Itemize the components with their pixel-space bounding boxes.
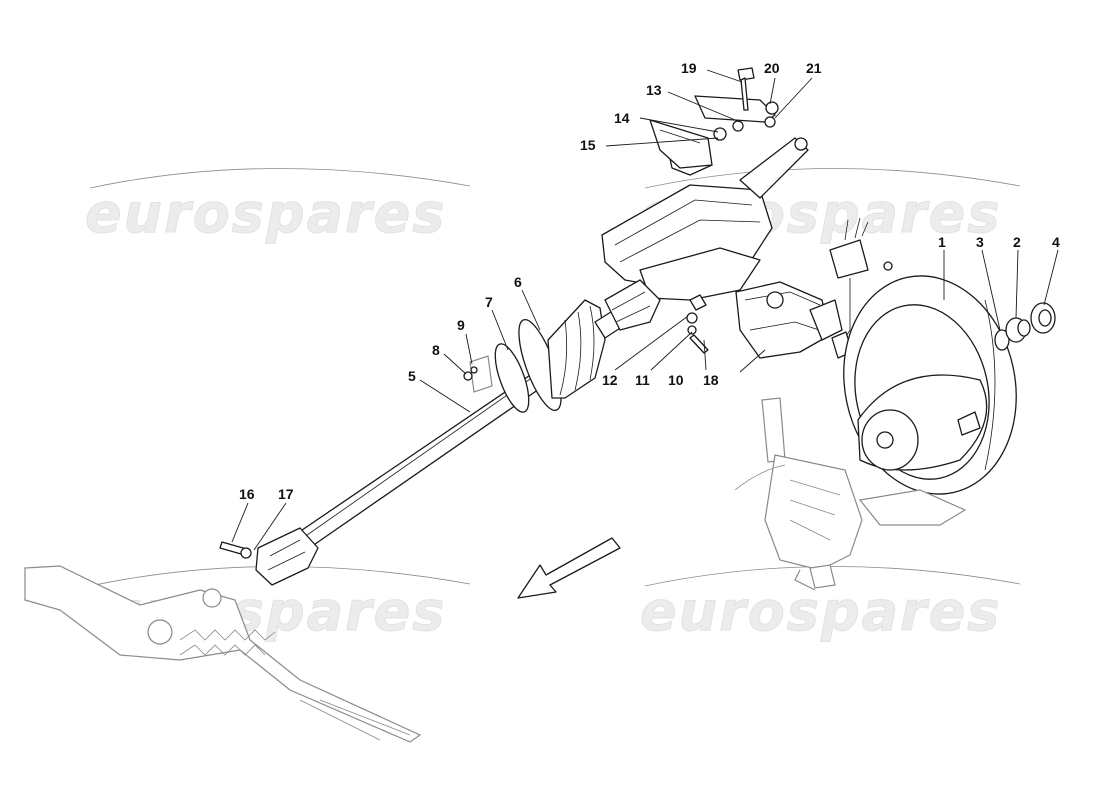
callout-3: 3 [976, 234, 984, 250]
callout-19: 19 [681, 60, 697, 76]
callout-12: 12 [602, 372, 618, 388]
callout-17: 17 [278, 486, 294, 502]
callout-16: 16 [239, 486, 255, 502]
callout-20: 20 [764, 60, 780, 76]
callout-7: 7 [485, 294, 493, 310]
callout-18: 18 [703, 372, 719, 388]
callout-11: 11 [635, 372, 650, 388]
watermark-top-left: eurospares [85, 182, 446, 245]
watermark-bottom-right: eurospares [640, 580, 1001, 643]
direction-arrow [517, 537, 621, 599]
callout-9: 9 [457, 317, 465, 333]
column-support-ghost [734, 397, 967, 591]
boot-and-seals [463, 299, 641, 413]
callout-2: 2 [1013, 234, 1021, 250]
steering-lock-unit [735, 281, 843, 359]
callout-13: 13 [646, 82, 662, 98]
callout-6: 6 [514, 274, 522, 290]
wiring-harness [829, 217, 893, 359]
steering-column-body [601, 137, 809, 331]
callout-labels: 1 2 3 4 5 6 7 8 9 10 11 12 13 14 15 16 1… [239, 60, 1060, 502]
callout-21: 21 [806, 60, 822, 76]
callout-5: 5 [408, 368, 416, 384]
callout-14: 14 [614, 110, 630, 126]
top-bracket-hardware [649, 67, 779, 169]
callout-4: 4 [1052, 234, 1060, 250]
callout-10: 10 [668, 372, 684, 388]
steering-wheel [843, 275, 1017, 495]
leader-lines [231, 69, 1059, 551]
callout-1: 1 [938, 234, 946, 250]
callout-8: 8 [432, 342, 440, 358]
steering-rack-ghost [24, 565, 422, 743]
column-hardware [686, 294, 709, 354]
wheel-fasteners [994, 302, 1056, 351]
intermediate-shaft [219, 364, 556, 586]
callout-15: 15 [580, 137, 596, 153]
